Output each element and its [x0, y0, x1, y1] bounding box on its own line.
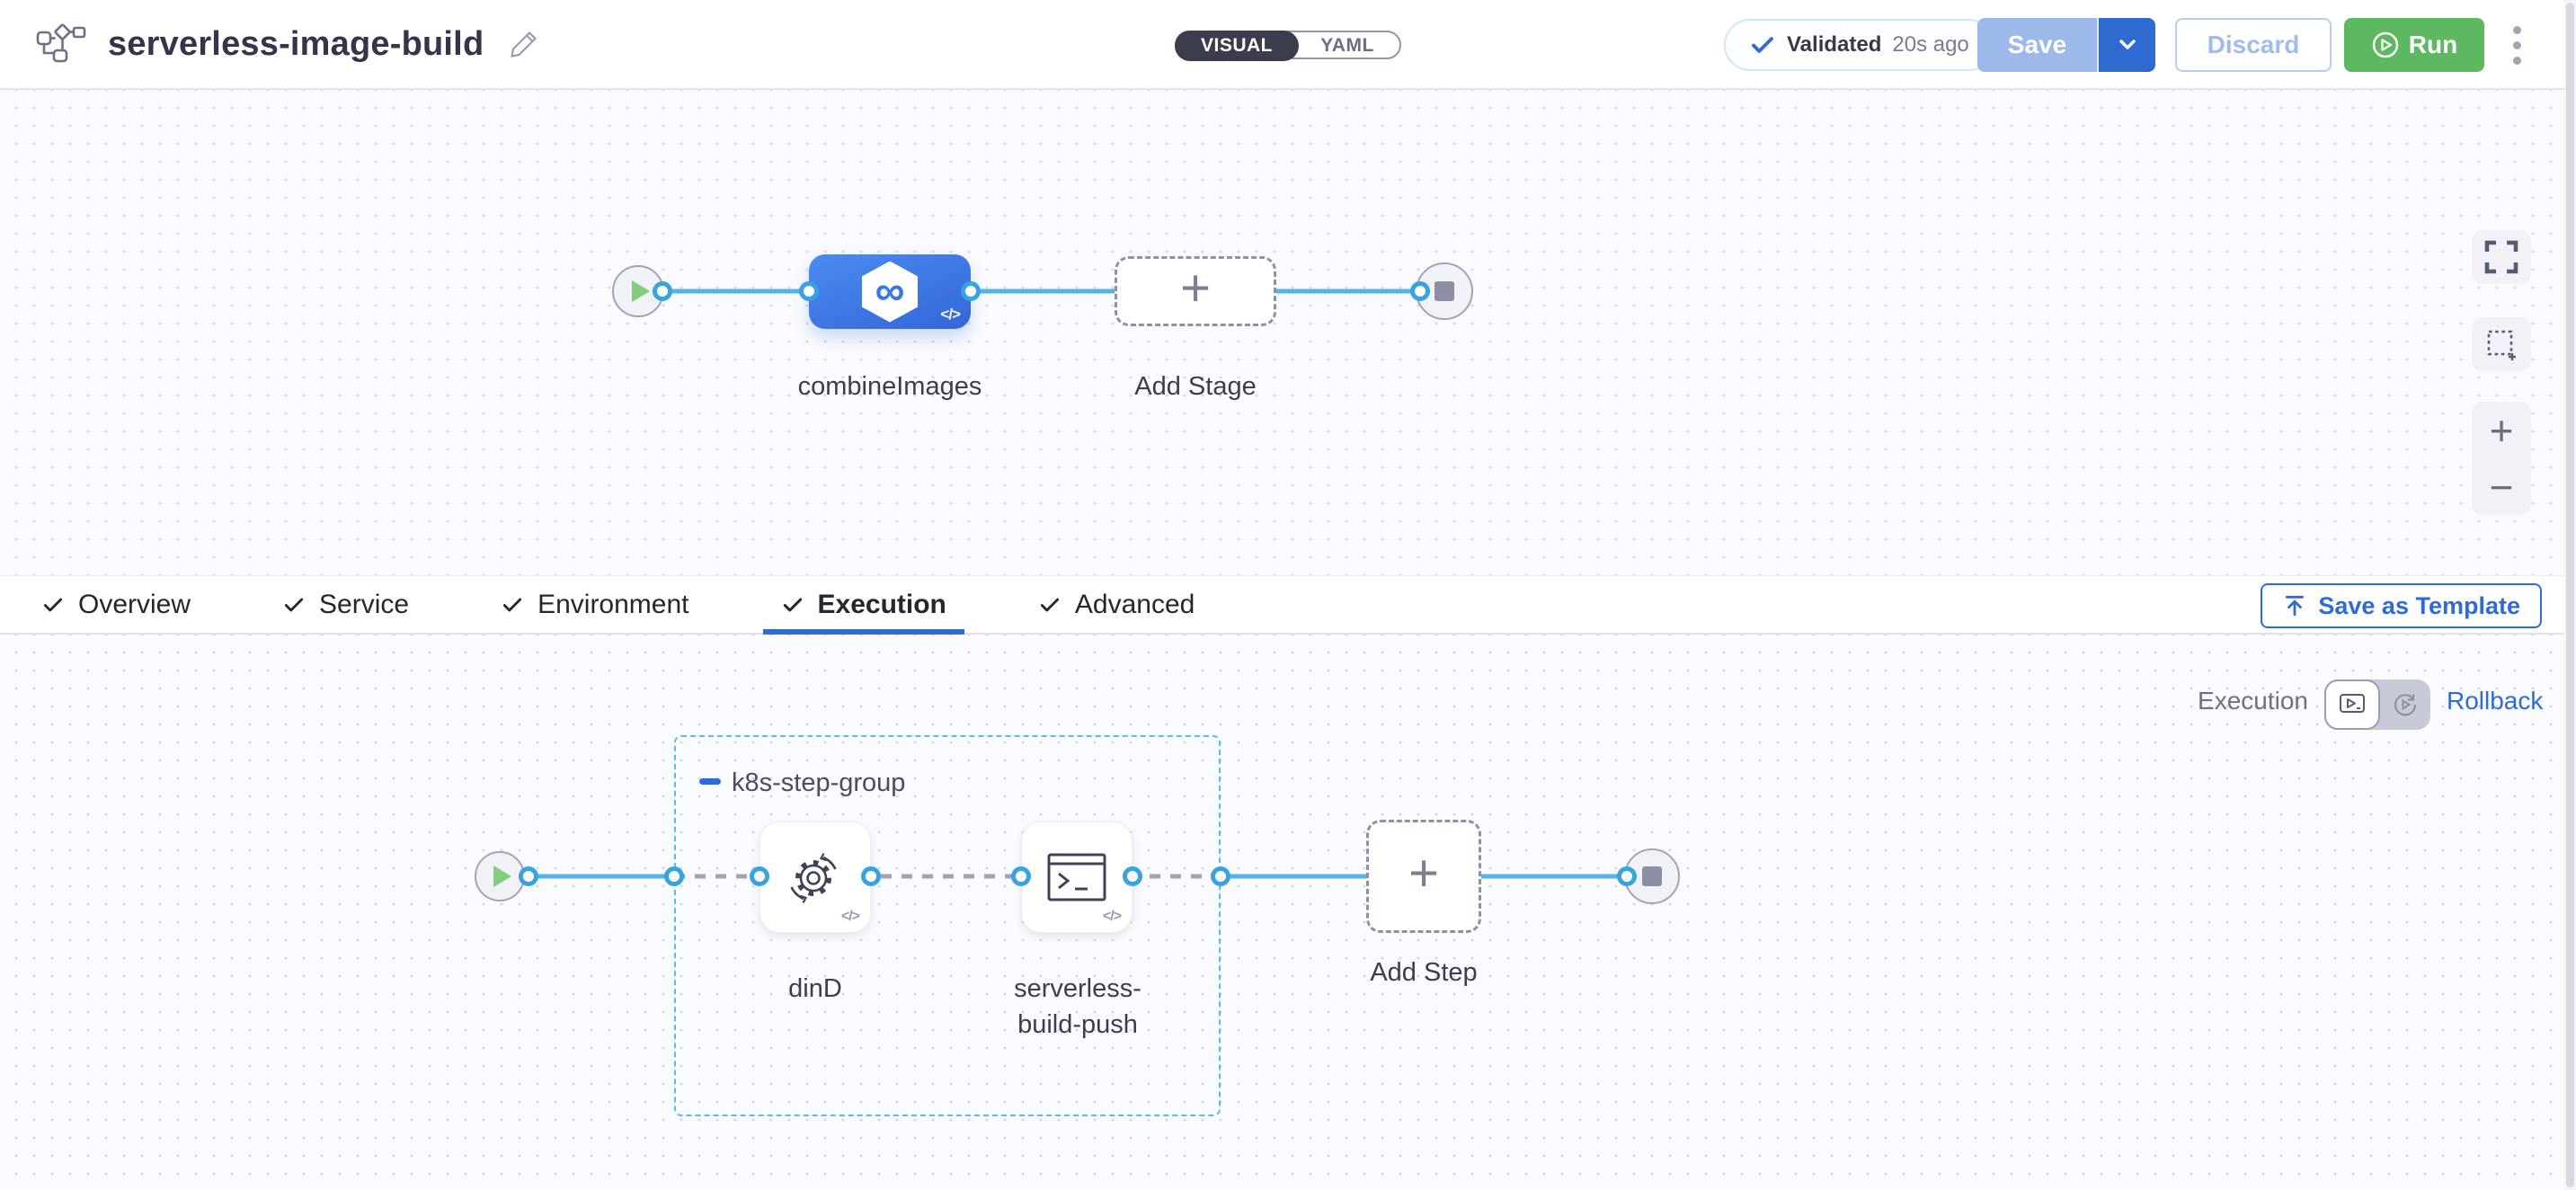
check-icon — [503, 598, 522, 611]
check-icon — [43, 598, 63, 611]
save-as-template-label: Save as Template — [2318, 591, 2520, 619]
step-group-k8s[interactable]: k8s-step-group — [674, 735, 1221, 1116]
header: serverless-image-build VISUAL YAML Valid… — [0, 0, 2576, 90]
edit-title-icon[interactable] — [509, 29, 539, 59]
view-mode-toggle: VISUAL YAML — [1175, 31, 1401, 61]
validated-badge[interactable]: Validated 20s ago — [1724, 19, 1994, 71]
tab-execution[interactable]: Execution — [762, 576, 965, 635]
rollback-view-button[interactable] — [2380, 679, 2430, 730]
collapse-group-button[interactable] — [699, 778, 721, 785]
stage-canvas[interactable]: ∞ </> + combineImages Add Stage — [0, 90, 2576, 575]
connector-port — [1410, 281, 1430, 301]
connector-port — [750, 866, 769, 886]
start-play-icon — [493, 866, 511, 887]
execution-start-node — [475, 851, 525, 901]
check-icon — [1752, 37, 1773, 53]
connector-port — [1211, 866, 1230, 886]
upload-icon — [2286, 595, 2305, 617]
more-options-button[interactable] — [2506, 20, 2527, 70]
page-title: serverless-image-build — [108, 24, 484, 63]
connector-line — [662, 289, 1420, 294]
add-stage-label: Add Stage — [1134, 372, 1257, 401]
visual-toggle-button[interactable]: VISUAL — [1175, 31, 1299, 61]
zoom-out-button[interactable]: − — [2489, 463, 2514, 511]
scrollbar-thumb[interactable] — [2566, 3, 2574, 1187]
connector-port — [961, 281, 981, 301]
select-area-button[interactable] — [2472, 317, 2531, 371]
connector-port — [1011, 866, 1031, 886]
run-play-icon — [2372, 31, 2399, 58]
check-icon — [1040, 598, 1059, 611]
start-play-icon — [632, 280, 650, 302]
end-stop-icon — [1642, 866, 1662, 886]
connector-port — [653, 281, 672, 301]
fullscreen-icon — [2484, 240, 2518, 274]
tab-environment[interactable]: Environment — [486, 576, 703, 633]
tab-label: Execution — [817, 589, 946, 619]
fullscreen-button[interactable] — [2472, 230, 2531, 284]
execution-steps-icon — [2340, 694, 2365, 713]
save-as-template-button[interactable]: Save as Template — [2261, 583, 2542, 628]
pipeline-icon — [36, 23, 86, 63]
connector-port — [799, 281, 819, 301]
connector-port — [861, 866, 881, 886]
save-dropdown-button[interactable] — [2097, 18, 2155, 72]
code-icon: </> — [840, 909, 860, 924]
zoom-in-button[interactable]: + — [2489, 406, 2514, 454]
execution-rollback-toggle — [2324, 679, 2430, 730]
header-left: serverless-image-build — [36, 0, 539, 88]
validated-label: Validated — [1787, 32, 1882, 57]
check-icon — [783, 598, 802, 611]
execution-view-button[interactable] — [2324, 679, 2380, 730]
run-label: Run — [2408, 31, 2458, 58]
step-node-serverless-build-push[interactable]: </> — [1021, 821, 1133, 933]
add-step-button[interactable]: + — [1366, 820, 1481, 933]
run-button[interactable]: Run — [2344, 18, 2484, 72]
connector-port — [664, 866, 684, 886]
run-step-terminal-icon — [1047, 853, 1106, 901]
connector-port — [1123, 866, 1142, 886]
execution-mode-label: Execution — [2198, 687, 2308, 715]
add-step-label: Add Step — [1370, 958, 1478, 987]
page-scrollbar — [2564, 0, 2576, 1190]
tab-label: Overview — [78, 589, 191, 619]
plus-icon: + — [1408, 844, 1439, 902]
tab-label: Environment — [537, 589, 689, 619]
background-service-gear-icon — [790, 852, 837, 904]
stage-tabbar: Overview Service Environment Execution A… — [0, 575, 2576, 635]
tab-service[interactable]: Service — [268, 576, 423, 633]
rollback-link[interactable]: Rollback — [2447, 687, 2544, 715]
code-icon: </> — [940, 306, 961, 323]
connector-line-dashed — [674, 874, 1221, 879]
stage-label: combineImages — [797, 372, 982, 401]
step-node-dind[interactable]: </> — [759, 821, 871, 933]
ci-stage-icon: ∞ — [862, 261, 918, 323]
tab-label: Service — [319, 589, 410, 619]
tab-overview[interactable]: Overview — [27, 576, 205, 633]
zoom-controls: + − — [2472, 402, 2531, 515]
save-button[interactable]: Save — [1977, 18, 2097, 72]
tab-label: Advanced — [1074, 589, 1195, 619]
connector-port — [519, 866, 538, 886]
step-group-label: k8s-step-group — [732, 768, 906, 797]
rollback-icon — [2394, 694, 2417, 716]
connector-port — [1617, 866, 1637, 886]
yaml-toggle-button[interactable]: YAML — [1320, 35, 1374, 56]
code-icon: </> — [1102, 909, 1122, 924]
save-split-button: Save — [1977, 18, 2155, 72]
check-icon — [284, 598, 304, 611]
chevron-down-icon — [2119, 40, 2136, 49]
marquee-select-icon — [2487, 330, 2516, 360]
stage-node-combineimages[interactable]: ∞ </> — [809, 254, 971, 329]
step-label: serverless-build-push — [1014, 974, 1141, 1039]
discard-button[interactable]: Discard — [2175, 18, 2332, 72]
plus-icon: + — [1180, 259, 1211, 317]
validated-time: 20s ago — [1892, 32, 1969, 57]
execution-canvas[interactable]: Execution Rollback — [0, 635, 2576, 1190]
add-stage-button[interactable]: + — [1115, 256, 1276, 326]
end-stop-icon — [1435, 281, 1454, 301]
step-label: dinD — [788, 974, 842, 1003]
connector-line — [529, 874, 674, 879]
tab-advanced[interactable]: Advanced — [1024, 576, 1209, 633]
